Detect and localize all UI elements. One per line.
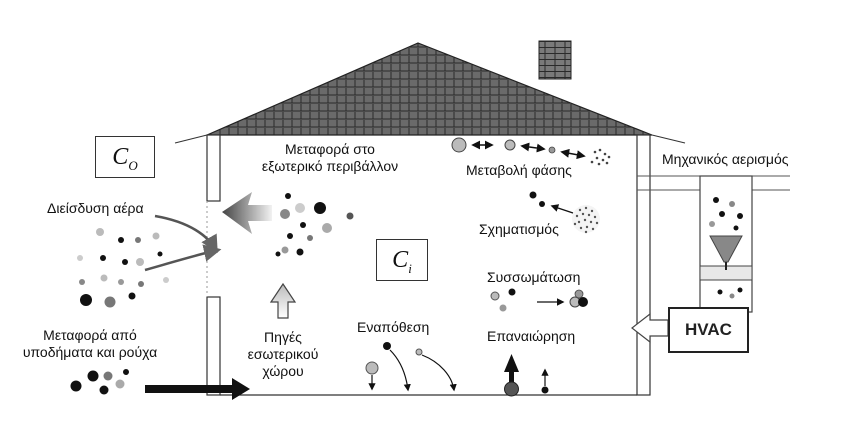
outdoor-concentration-box: CO bbox=[95, 136, 155, 178]
resuspension-label: Επαναιώρηση bbox=[487, 328, 576, 344]
outdoor-concentration-symbol: C bbox=[112, 144, 129, 170]
outward-transport-arrow bbox=[222, 192, 272, 234]
footwear-transport-label-line2: υποδήματα και ρούχα bbox=[22, 344, 158, 360]
indoor-sources-arrow bbox=[269, 282, 297, 319]
indoor-sources-label: Πηγές εσωτερικού χώρου bbox=[238, 329, 328, 380]
formation-label: Σχηματισμός bbox=[479, 221, 559, 237]
transport-out-label: Μεταφορά στο εξωτερικό περιβάλλον bbox=[250, 141, 410, 175]
indoor-concentration-box: Ci bbox=[376, 239, 428, 281]
phase-change-process bbox=[451, 137, 611, 166]
hvac-unit: HVAC bbox=[668, 307, 749, 353]
outdoor-concentration-subscript: O bbox=[128, 157, 138, 173]
footwear-transport-arrow bbox=[145, 378, 250, 400]
air-infiltration-label: Διείσδυση αέρα bbox=[47, 200, 144, 216]
indoor-sources-label-line1: Πηγές bbox=[264, 329, 302, 345]
indoor-concentration-subscript: i bbox=[408, 260, 412, 276]
coagulation-label: Συσσωμάτωση bbox=[487, 269, 581, 285]
footwear-transport-label-line1: Μεταφορά από bbox=[43, 327, 137, 343]
transport-out-label-line1: Μεταφορά στο bbox=[285, 141, 375, 157]
footwear-transport-label: Μεταφορά από υποδήματα και ρούχα bbox=[15, 327, 165, 361]
formation-process bbox=[529, 191, 600, 234]
air-infiltration-arrow bbox=[144, 214, 222, 272]
deposition-process bbox=[365, 342, 457, 392]
resuspension-process bbox=[504, 354, 549, 397]
footwear-particles bbox=[70, 369, 129, 395]
house-walls bbox=[206, 134, 651, 396]
mechanical-ventilation-label: Μηχανικός αερισμός bbox=[662, 151, 789, 167]
deposition-label: Εναπόθεση bbox=[357, 319, 430, 335]
chimney bbox=[538, 40, 572, 80]
hvac-supply-arrow bbox=[631, 312, 669, 344]
ventilation-duct bbox=[637, 175, 790, 313]
indoor-sources-label-line3: χώρου bbox=[262, 363, 304, 379]
indoor-particles bbox=[275, 193, 354, 257]
transport-out-label-line2: εξωτερικό περιβάλλον bbox=[261, 158, 399, 174]
outdoor-particles bbox=[77, 228, 169, 308]
indoor-concentration-symbol: C bbox=[392, 247, 409, 273]
indoor-sources-label-line2: εσωτερικού bbox=[247, 346, 319, 362]
phase-change-label: Μεταβολή φάσης bbox=[466, 162, 572, 178]
roof bbox=[174, 42, 686, 144]
coagulation-process bbox=[490, 288, 588, 312]
